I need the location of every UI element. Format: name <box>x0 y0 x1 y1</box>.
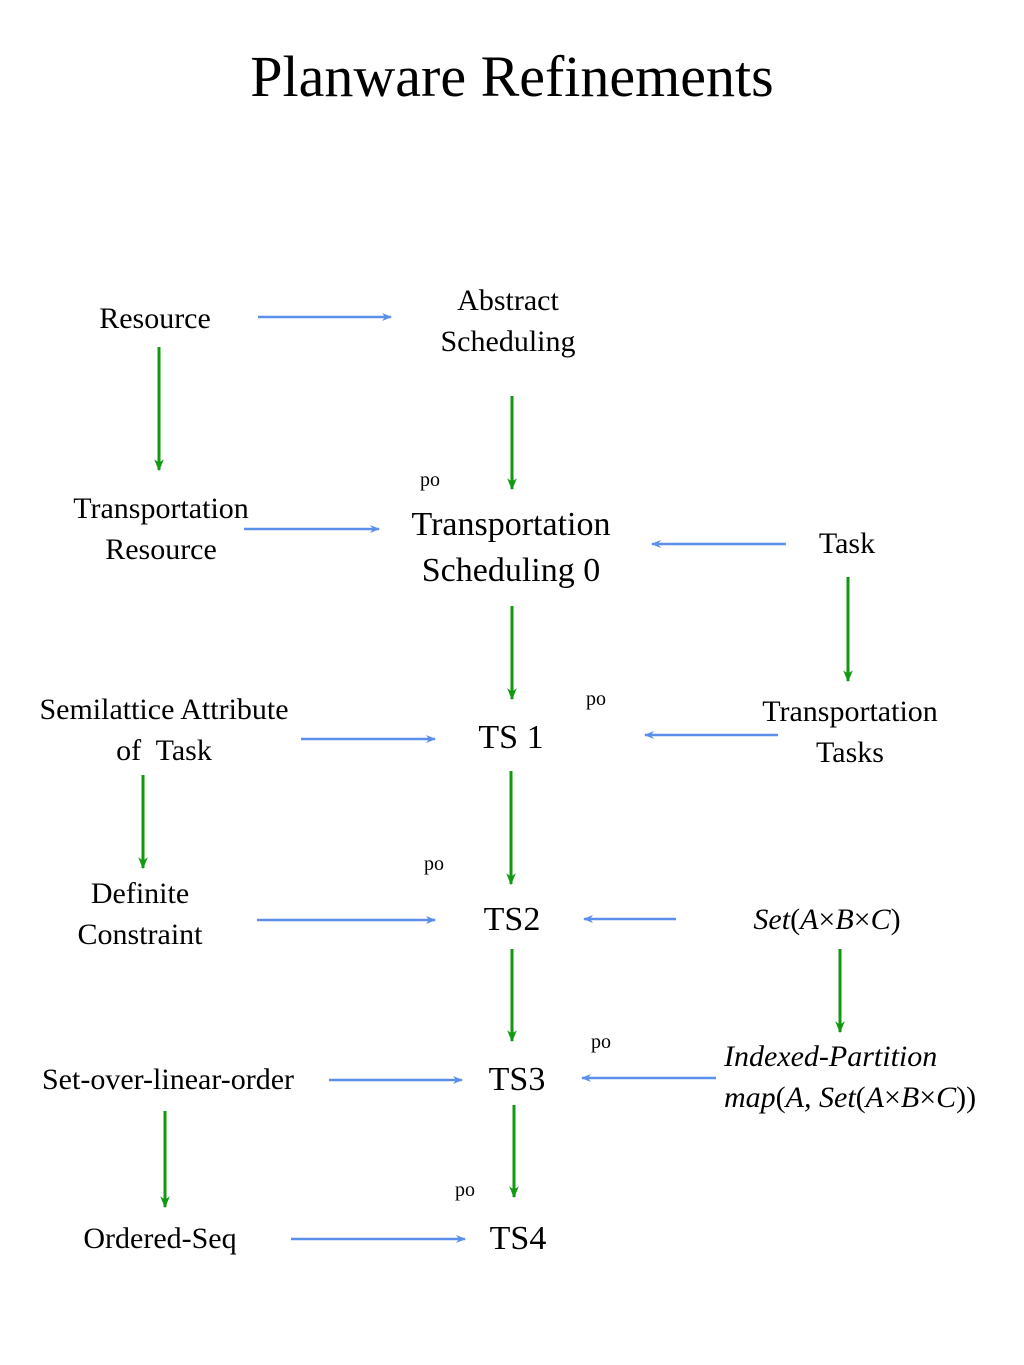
set-abc-times2: × <box>853 903 871 936</box>
indexed-partition-line1: Indexed-Partition <box>724 1040 938 1073</box>
node-ordered-seq: Ordered-Seq <box>50 1218 270 1259</box>
set-abc-b: B <box>835 903 854 936</box>
node-task: Task <box>797 523 897 564</box>
node-ts4: TS4 <box>458 1216 578 1262</box>
indexed-partition-a2: A <box>865 1081 884 1114</box>
node-set-over-linear-order-label: Set-over-linear-order <box>42 1063 294 1096</box>
indexed-partition-c: C <box>936 1081 957 1114</box>
node-transportation-tasks: Transportation Tasks <box>729 691 971 773</box>
node-definite-constraint-line2: Constraint <box>77 918 203 951</box>
set-abc-times1: × <box>818 903 836 936</box>
po-label-ts3: po <box>591 1031 611 1053</box>
node-resource: Resource <box>70 298 240 339</box>
node-set-abc: Set(A×B×C) <box>712 899 942 940</box>
node-ordered-seq-label: Ordered-Seq <box>83 1222 237 1255</box>
set-abc-open: ( <box>790 903 801 936</box>
node-set-over-linear-order: Set-over-linear-order <box>18 1059 318 1100</box>
node-transportation-resource: Transportation Resource <box>40 488 282 570</box>
indexed-partition-close: )) <box>956 1081 977 1114</box>
node-transportation-scheduling-0: Transportation Scheduling 0 <box>381 502 641 594</box>
indexed-partition-comma: , <box>804 1081 819 1114</box>
node-transportation-resource-line1: Transportation <box>73 492 249 525</box>
node-semilattice-attribute-line1: Semilattice Attribute <box>39 693 289 726</box>
page-title: Planware Refinements <box>250 44 774 109</box>
node-ts1: TS 1 <box>451 715 571 761</box>
node-ts3-label: TS3 <box>488 1061 546 1098</box>
node-transportation-scheduling-0-line2: Scheduling 0 <box>421 552 601 589</box>
node-semilattice-attribute-line2: of Task <box>116 734 212 767</box>
indexed-partition-a: A <box>785 1081 804 1114</box>
node-resource-label: Resource <box>99 302 211 335</box>
set-abc-set: Set <box>753 903 791 936</box>
indexed-partition-map: map <box>724 1081 776 1114</box>
node-ts1-label: TS 1 <box>478 719 544 756</box>
node-transportation-resource-line2: Resource <box>105 533 217 566</box>
node-abstract-scheduling-line1: Abstract <box>457 284 559 317</box>
indexed-partition-times2: × <box>919 1081 937 1114</box>
node-abstract-scheduling-line2: Scheduling <box>440 325 576 358</box>
node-definite-constraint: Definite Constraint <box>40 873 240 955</box>
po-label-ts2: po <box>424 853 444 875</box>
node-transportation-scheduling-0-line1: Transportation <box>411 506 611 543</box>
po-label-ts4: po <box>455 1179 475 1201</box>
node-semilattice-attribute: Semilattice Attribute of Task <box>12 689 316 771</box>
indexed-partition-times1: × <box>883 1081 901 1114</box>
node-transportation-tasks-line1: Transportation <box>762 695 938 728</box>
set-abc-a: A <box>800 903 819 936</box>
po-label-ts0: po <box>420 469 440 491</box>
set-abc-close: ) <box>890 903 901 936</box>
po-label-ts1: po <box>586 688 606 710</box>
indexed-partition-open2: ( <box>855 1081 866 1114</box>
node-ts2-label: TS2 <box>483 901 541 938</box>
node-transportation-tasks-line2: Tasks <box>816 736 884 769</box>
set-abc-c: C <box>870 903 891 936</box>
node-task-label: Task <box>818 527 876 560</box>
node-indexed-partition: Indexed-Partition map(A, Set(A×B×C)) <box>724 1036 976 1118</box>
indexed-partition-b: B <box>900 1081 920 1114</box>
indexed-partition-open: ( <box>775 1081 786 1114</box>
node-ts2: TS2 <box>452 897 572 943</box>
node-definite-constraint-line1: Definite <box>90 877 190 910</box>
indexed-partition-line2: map(A, Set(A×B×C)) <box>724 1077 976 1118</box>
node-ts3: TS3 <box>457 1057 577 1103</box>
node-abstract-scheduling: Abstract Scheduling <box>393 280 623 362</box>
node-ts4-label: TS4 <box>489 1220 547 1257</box>
indexed-partition-set: Set <box>819 1081 856 1114</box>
